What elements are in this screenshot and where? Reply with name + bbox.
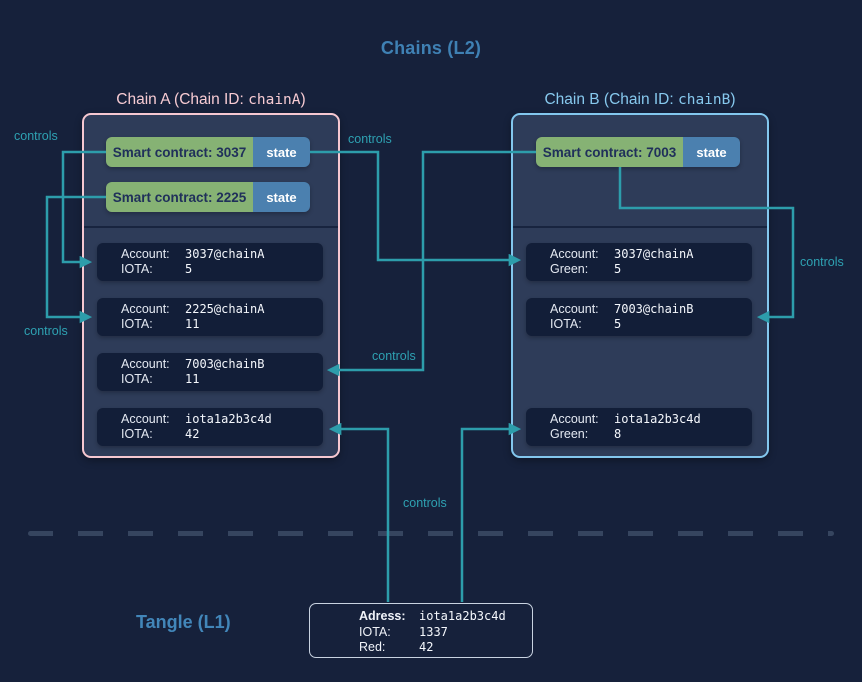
contract-name: Smart contract: 3037 xyxy=(106,137,253,167)
account-card-a-3037: Account: 3037@chainA IOTA: 5 xyxy=(97,243,323,281)
smart-contract-3037: Smart contract: 3037 state xyxy=(106,137,310,167)
tangle-l1-title: Tangle (L1) xyxy=(136,612,231,632)
account-card-a-7003: Account: 7003@chainB IOTA: 11 xyxy=(97,353,323,391)
state-badge: state xyxy=(683,137,740,167)
l1-address-card: Adress: iota1a2b3c4d IOTA: 1337 Red: 42 xyxy=(309,603,533,658)
chain-a-panel xyxy=(82,113,340,458)
token-value: 5 xyxy=(614,317,622,331)
account-value: 7003@chainB xyxy=(614,302,694,316)
account-value: 3037@chainA xyxy=(614,247,694,261)
controls-label-1: controls xyxy=(14,129,58,143)
account-card-b-7003: Account: 7003@chainB IOTA: 5 xyxy=(526,298,752,336)
account-value: 2225@chainA xyxy=(185,302,265,316)
token-label: IOTA: xyxy=(550,317,582,331)
controls-label-4: controls xyxy=(372,349,416,363)
token-label: IOTA: xyxy=(121,427,153,441)
contract-name: Smart contract: 2225 xyxy=(106,182,253,212)
account-label: Account: xyxy=(550,247,599,261)
chain-a-divider xyxy=(84,226,338,228)
red-label: Red: xyxy=(359,640,386,654)
account-label: Account: xyxy=(550,302,599,316)
token-value: 11 xyxy=(185,372,200,386)
token-label: IOTA: xyxy=(121,262,153,276)
account-value: iota1a2b3c4d xyxy=(614,412,701,426)
token-label: Green: xyxy=(550,427,589,441)
token-value: 8 xyxy=(614,427,622,441)
chain-a-id: chainA xyxy=(248,92,301,108)
token-label: IOTA: xyxy=(121,372,153,386)
edge-sc3037a-controls-acct3037-chain-b xyxy=(310,150,522,267)
account-value: 7003@chainB xyxy=(185,357,265,371)
l1-l2-dashed-separator xyxy=(28,531,834,536)
token-value: 11 xyxy=(185,317,200,331)
chain-b-title-suffix: ) xyxy=(730,91,736,108)
account-value: 3037@chainA xyxy=(185,247,265,261)
account-label: Account: xyxy=(121,302,170,316)
smart-contract-2225: Smart contract: 2225 state xyxy=(106,182,310,212)
smart-contract-7003: Smart contract: 7003 state xyxy=(536,137,740,167)
controls-label-6: controls xyxy=(403,496,447,510)
account-label: Account: xyxy=(121,412,170,426)
state-badge: state xyxy=(253,182,310,212)
token-value: 5 xyxy=(614,262,622,276)
address-value: iota1a2b3c4d xyxy=(419,609,506,623)
account-card-b-iota1a2b3c4d: Account: iota1a2b3c4d Green: 8 xyxy=(526,408,752,446)
account-card-a-iota1a2b3c4d: Account: iota1a2b3c4d IOTA: 42 xyxy=(97,408,323,446)
contract-name: Smart contract: 7003 xyxy=(536,137,683,167)
iota-label: IOTA: xyxy=(359,624,391,639)
chain-b-divider xyxy=(513,226,767,228)
controls-label-5: controls xyxy=(800,255,844,269)
edge-sc7003b-controls-acct7003-chain-a xyxy=(326,150,536,377)
token-value: 42 xyxy=(185,427,200,441)
address-label: Adress: xyxy=(359,609,406,623)
controls-label-2: controls xyxy=(24,324,68,338)
chain-a-title: Chain A (Chain ID: chainA) xyxy=(82,91,340,109)
iota-value: 1337 xyxy=(419,624,448,639)
chain-b-id: chainB xyxy=(677,92,731,108)
account-card-a-2225: Account: 2225@chainA IOTA: 11 xyxy=(97,298,323,336)
red-value: 42 xyxy=(419,640,434,654)
controls-label-3: controls xyxy=(348,132,392,146)
chain-a-title-suffix: ) xyxy=(300,91,306,108)
chains-l2-title: Chains (L2) xyxy=(380,38,482,58)
account-card-b-3037: Account: 3037@chainA Green: 5 xyxy=(526,243,752,281)
edge-l1-controls-acct-iota-chain-b xyxy=(460,422,522,602)
state-badge: state xyxy=(253,137,310,167)
chain-b-title-prefix: Chain B (Chain ID: xyxy=(544,91,678,108)
token-label: IOTA: xyxy=(121,317,153,331)
account-label: Account: xyxy=(550,412,599,426)
token-value: 5 xyxy=(185,262,193,276)
account-label: Account: xyxy=(121,247,170,261)
account-value: iota1a2b3c4d xyxy=(185,412,272,426)
token-label: Green: xyxy=(550,262,589,276)
chain-a-title-prefix: Chain A (Chain ID: xyxy=(116,91,249,108)
edge-l1-controls-acct-iota-chain-a xyxy=(328,422,390,602)
chain-b-title: Chain B (Chain ID: chainB) xyxy=(511,91,769,109)
account-label: Account: xyxy=(121,357,170,371)
